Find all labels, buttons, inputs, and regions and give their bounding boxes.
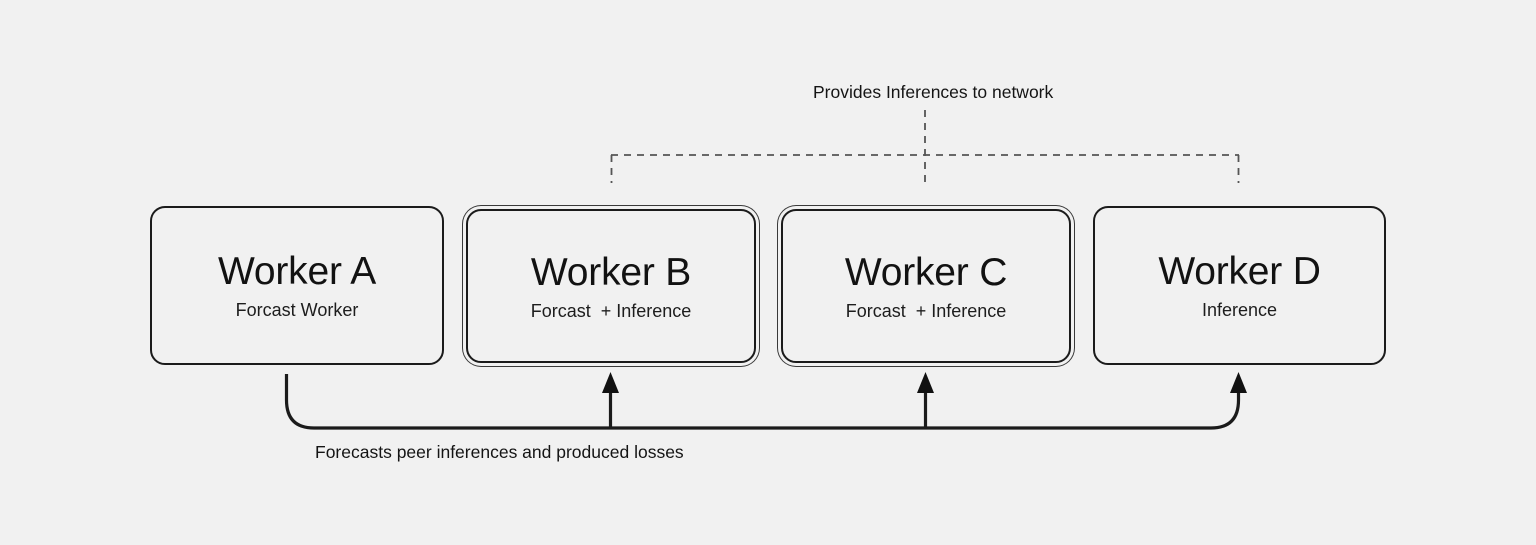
worker-d-subtitle: Inference: [1201, 300, 1278, 320]
worker-node-a[interactable]: Worker A Forcast Worker: [150, 206, 444, 365]
worker-node-b[interactable]: Worker B Forcast + Inference: [466, 209, 756, 363]
arrowhead-to-worker-d: [1230, 372, 1247, 393]
forecast-arrowheads: [602, 372, 1247, 393]
worker-node-c[interactable]: Worker C Forcast + Inference: [781, 209, 1071, 363]
forecast-bus-path: [284, 374, 1241, 430]
forecast-bus-solid: [284, 374, 1241, 430]
worker-node-d[interactable]: Worker D Inference: [1093, 206, 1386, 365]
worker-a-subtitle: Forcast Worker: [235, 300, 359, 320]
forecast-bus-label: Forecasts peer inferences and produced l…: [315, 442, 684, 462]
worker-a-title: Worker A: [217, 250, 377, 293]
worker-b-subtitle: Forcast + Inference: [530, 300, 692, 321]
inference-bus-label: Provides Inferences to network: [813, 82, 1054, 102]
worker-b-title: Worker B: [530, 250, 692, 294]
arrowhead-to-worker-b: [602, 372, 619, 393]
worker-c-title: Worker C: [844, 250, 1008, 294]
inference-bus-dashed: [610, 110, 1240, 183]
arrowhead-to-worker-c: [917, 372, 934, 393]
worker-d-title: Worker D: [1158, 250, 1321, 293]
worker-c-subtitle: Forcast + Inference: [845, 300, 1007, 321]
